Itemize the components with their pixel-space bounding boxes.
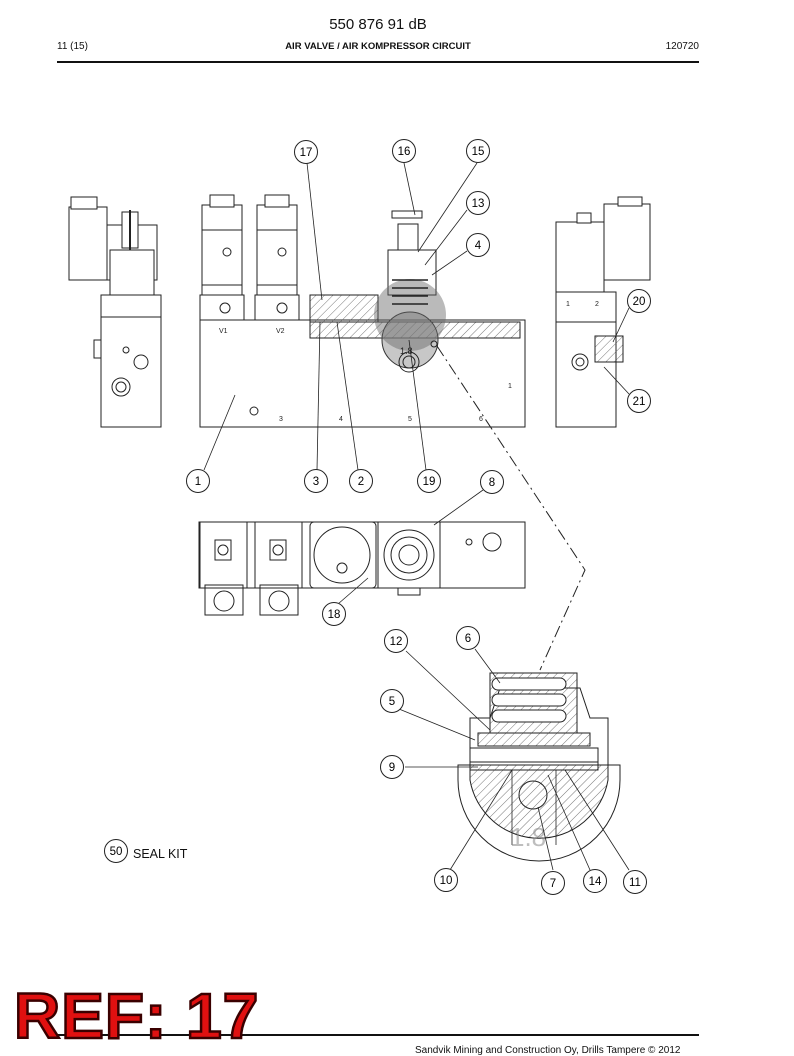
page-number: 11 (15) xyxy=(57,41,88,52)
svg-text:21: 21 xyxy=(633,396,646,408)
callout-19: 19 xyxy=(417,469,441,493)
callout-12: 12 xyxy=(384,629,408,653)
port-label: 1 xyxy=(566,301,570,308)
front-view xyxy=(199,194,526,428)
port-label: 3 xyxy=(279,416,283,423)
port-labels: V1 V2 3 4 5 6 1 1 2 1.8 1.8 xyxy=(219,301,599,852)
callout-14: 14 xyxy=(583,869,607,893)
callout-13: 13 xyxy=(466,191,490,215)
svg-text:20: 20 xyxy=(633,296,646,308)
document-title: AIR VALVE / AIR KOMPRESSOR CIRCUIT xyxy=(285,41,471,52)
callout-21: 21 xyxy=(627,389,651,413)
callout-3: 3 xyxy=(304,469,328,493)
svg-text:50: 50 xyxy=(110,846,123,858)
svg-text:17: 17 xyxy=(300,147,313,159)
svg-text:1: 1 xyxy=(195,476,201,488)
footer-copyright: Sandvik Mining and Construction Oy, Dril… xyxy=(415,1045,681,1056)
callouts: 17 16 15 13 4 20 21 1 3 2 19 8 18 12 6 5… xyxy=(104,139,651,895)
right-side-view xyxy=(555,196,651,428)
svg-text:2: 2 xyxy=(358,476,364,488)
callout-7: 7 xyxy=(541,871,565,895)
callout-50: 50 xyxy=(104,839,128,863)
callout-8: 8 xyxy=(480,470,504,494)
document-number: 550 876 91 dB xyxy=(329,16,427,33)
svg-text:7: 7 xyxy=(550,878,556,890)
callout-1: 1 xyxy=(186,469,210,493)
document-date: 120720 xyxy=(665,41,699,52)
callout-2: 2 xyxy=(349,469,373,493)
callout-6: 6 xyxy=(456,626,480,650)
svg-text:8: 8 xyxy=(489,477,495,489)
port-label: 5 xyxy=(408,416,412,423)
port-label: V2 xyxy=(276,328,285,335)
callout-9: 9 xyxy=(380,755,404,779)
callout-16: 16 xyxy=(392,139,416,163)
footer-rule xyxy=(57,1034,699,1036)
svg-text:16: 16 xyxy=(398,146,411,158)
svg-text:12: 12 xyxy=(390,636,403,648)
callout-17: 17 xyxy=(294,140,318,164)
header-rule xyxy=(57,61,699,63)
svg-text:5: 5 xyxy=(389,696,395,708)
svg-text:4: 4 xyxy=(475,240,482,252)
callout-20: 20 xyxy=(627,289,651,313)
svg-text:11: 11 xyxy=(629,877,641,889)
left-side-view xyxy=(68,196,162,428)
svg-text:9: 9 xyxy=(389,762,395,774)
detail-mark: 1.8 xyxy=(510,822,546,852)
port-label: 1 xyxy=(508,383,512,390)
svg-text:10: 10 xyxy=(440,875,453,887)
seal-kit-label: SEAL KIT xyxy=(133,847,188,861)
port-label: V1 xyxy=(219,328,228,335)
callout-11: 11 xyxy=(623,870,647,894)
leader-lines xyxy=(203,162,630,871)
svg-text:18: 18 xyxy=(328,609,341,621)
svg-text:13: 13 xyxy=(472,198,485,210)
svg-text:15: 15 xyxy=(472,146,485,158)
ref-stamp: REF: 17 xyxy=(13,980,260,1052)
svg-text:19: 19 xyxy=(423,476,436,488)
callout-4: 4 xyxy=(466,233,490,257)
svg-text:14: 14 xyxy=(589,876,602,888)
top-view xyxy=(198,521,526,616)
svg-text:3: 3 xyxy=(313,476,319,488)
callout-15: 15 xyxy=(466,139,490,163)
callout-10: 10 xyxy=(434,868,458,892)
port-label: 4 xyxy=(339,416,343,423)
svg-text:6: 6 xyxy=(465,633,471,645)
port-label: 6 xyxy=(479,416,483,423)
callout-5: 5 xyxy=(380,689,404,713)
callout-18: 18 xyxy=(322,602,346,626)
port-label: 2 xyxy=(595,301,599,308)
detail-mark: 1.8 xyxy=(400,346,413,356)
